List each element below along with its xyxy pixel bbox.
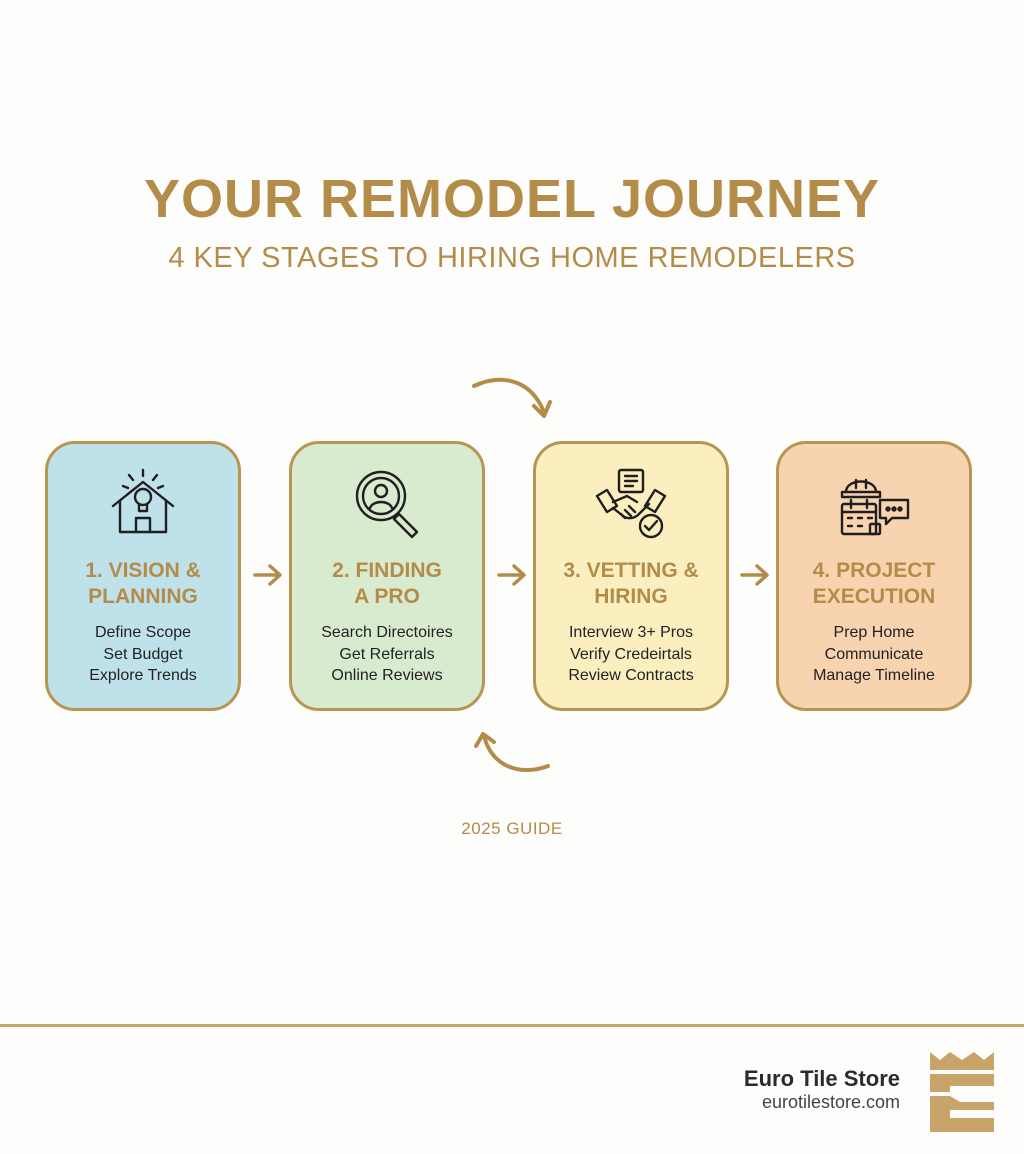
stage-title-3: 3. VETTING & HIRING [563, 559, 699, 608]
stage-title-4: 4. PROJECT EXECUTION [812, 559, 936, 608]
stage-card-2: 2. FINDING A PRO Search Directoires Get … [289, 441, 485, 711]
task-item: Manage Timeline [813, 667, 935, 684]
stage-card-3: 3. VETTING & HIRING Interview 3+ Pros Ve… [533, 441, 729, 711]
task-item: Define Scope [94, 624, 192, 641]
stage-tasks-1: Define Scope Set Budget Explore Trends [48, 622, 238, 687]
task-item: Review Contracts [568, 667, 694, 684]
task-item: Verify Credeirtals [570, 645, 692, 663]
handshake-checklist-icon [593, 466, 669, 542]
task-item: Get Referrals [339, 645, 435, 663]
task-item: Explore Trends [89, 667, 197, 684]
stage-title-2: 2. FINDING A PRO [332, 559, 442, 608]
task-item: Communicate [824, 645, 924, 663]
task-item: Interview 3+ Pros [568, 624, 694, 641]
arrow-right-icon [253, 564, 282, 586]
hardhat-calendar-chat-icon [836, 466, 912, 542]
brand-name: Euro Tile Store [743, 1066, 900, 1091]
task-item: Online Reviews [331, 667, 443, 684]
stage-tasks-4: Prep Home Communicate Manage Timeline [779, 622, 969, 687]
house-lightbulb-icon [105, 466, 181, 542]
stage-tasks-3: Interview 3+ Pros Verify Credeirtals Rev… [536, 622, 726, 687]
page-subtitle: 4 KEY STAGES TO HIRING HOME REMODELERS [168, 242, 856, 274]
magnifier-person-icon [349, 466, 425, 542]
stage-card-4: 4. PROJECT EXECUTION Prep Home Communica… [776, 441, 972, 711]
page-title: YOUR REMODEL JOURNEY [143, 169, 881, 229]
stage-card-1: 1. VISION & PLANNING Define Scope Set Bu… [45, 441, 241, 711]
curved-arrow-top-icon [472, 377, 552, 418]
guide-label: 2025 GUIDE [461, 819, 563, 838]
arrow-right-icon [740, 564, 769, 586]
footer-divider [0, 1024, 1024, 1027]
brand-url: eurotilestore.com [761, 1092, 900, 1112]
arrow-right-icon [497, 564, 526, 586]
task-item: Prep Home [833, 624, 915, 641]
task-item: Set Budget [103, 645, 183, 663]
euro-tile-logo-icon [930, 1052, 994, 1132]
stage-title-1: 1. VISION & PLANNING [85, 559, 201, 608]
stage-tasks-2: Search Directoires Get Referrals Online … [292, 622, 482, 687]
task-item: Search Directoires [321, 624, 453, 641]
curved-arrow-bottom-icon [474, 732, 550, 772]
